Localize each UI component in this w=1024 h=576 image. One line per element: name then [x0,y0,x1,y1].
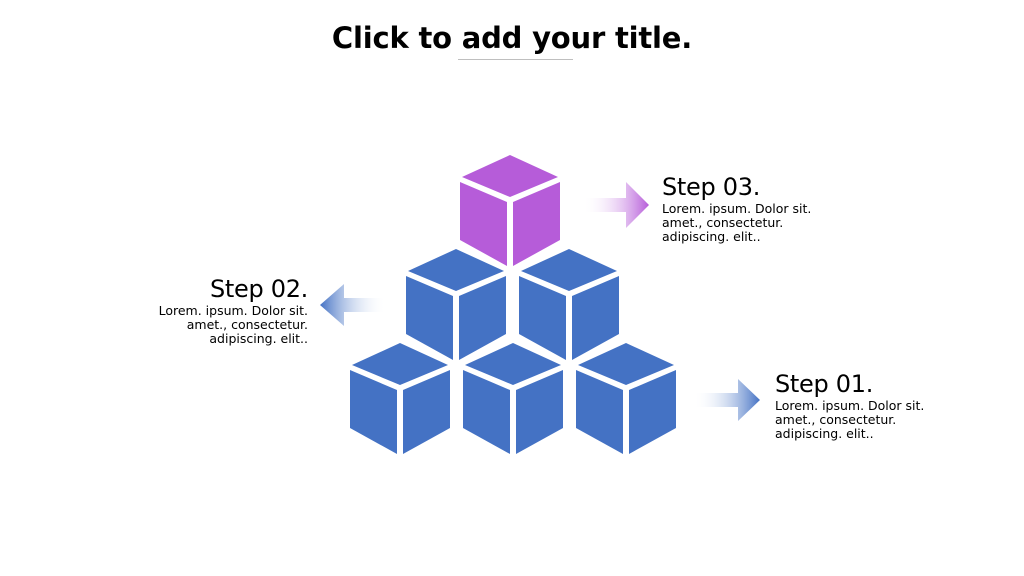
cube-bottom-3 [576,343,676,454]
cube-top-right-face [513,182,560,266]
step-01-heading[interactable]: Step 01. [775,370,874,398]
step-03-text: Step 03. Lorem. ipsum. Dolor sit. amet.,… [662,172,862,244]
arrow-left-step-02 [320,284,386,326]
step-01-line-2[interactable]: amet., consectetur. [775,412,897,427]
cube-middle-2 [519,249,619,360]
cube-middle-1-right-face [459,276,506,360]
cube-middle-2-left-face [519,276,566,360]
step-02-text: Step 02. Lorem. ipsum. Dolor sit. amet.,… [108,274,309,346]
title-underline [458,59,573,60]
step-02-heading[interactable]: Step 02. [209,275,308,303]
step-01-line-3[interactable]: adipiscing. elit.. [775,426,874,441]
cube-middle-2-right-face [572,276,619,360]
arrow-right-step-01 [694,379,760,421]
cube-bottom-2 [463,343,563,454]
cube-top [460,155,560,266]
cube-bottom-1-right-face [403,370,450,454]
cube-bottom-2-top-face [465,343,561,385]
step-01-text: Step 01. Lorem. ipsum. Dolor sit. amet.,… [775,369,975,441]
cube-bottom-1-left-face [350,370,397,454]
step-03-line-3[interactable]: adipiscing. elit.. [662,229,761,244]
cube-top-top-face [462,155,558,197]
step-02-line-1[interactable]: Lorem. ipsum. Dolor sit. [158,303,308,318]
step-02-line-3[interactable]: adipiscing. elit.. [209,331,308,346]
slide-title[interactable]: Click to add your title. [331,21,693,55]
cube-bottom-1 [350,343,450,454]
cube-middle-1-top-face [408,249,504,291]
step-01-line-1[interactable]: Lorem. ipsum. Dolor sit. [775,398,925,413]
cube-bottom-1-top-face [352,343,448,385]
cube-middle-1-left-face [406,276,453,360]
cube-top-left-face [460,182,507,266]
cube-bottom-3-top-face [578,343,674,385]
cube-middle-1 [406,249,506,360]
cube-bottom-2-left-face [463,370,510,454]
cube-layer [350,155,676,454]
step-03-line-2[interactable]: amet., consectetur. [662,215,784,230]
cube-bottom-3-left-face [576,370,623,454]
cube-bottom-3-right-face [629,370,676,454]
step-03-line-1[interactable]: Lorem. ipsum. Dolor sit. [662,201,812,216]
arrow-right-step-03 [583,182,649,228]
step-02-line-2[interactable]: amet., consectetur. [186,317,308,332]
cube-middle-2-top-face [521,249,617,291]
step-03-heading[interactable]: Step 03. [662,173,761,201]
cube-bottom-2-right-face [516,370,563,454]
